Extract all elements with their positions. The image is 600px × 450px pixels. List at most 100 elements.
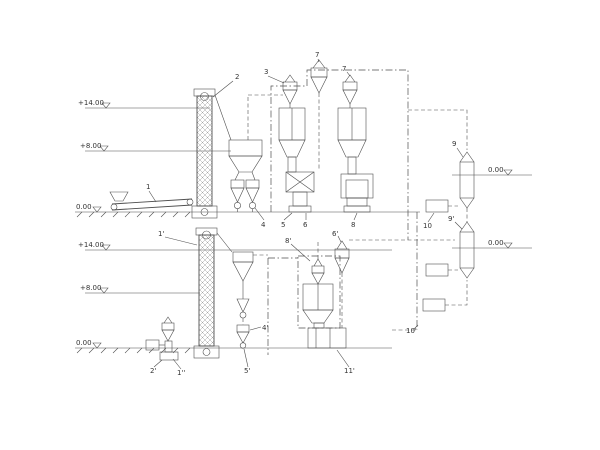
- box-10a: [425, 199, 449, 213]
- elevator-leg: [196, 95, 213, 207]
- separator-cone: [236, 331, 250, 344]
- equipment-label: 6: [303, 221, 308, 229]
- vessel-bottom-cone: [459, 267, 475, 279]
- cyclone-body: [334, 248, 350, 259]
- level-triangle-icon: [92, 206, 102, 213]
- elevator-leg: [198, 234, 215, 347]
- machine-neck: [313, 322, 325, 329]
- leader-line: [413, 324, 419, 330]
- bin-cone: [278, 139, 306, 158]
- level-triangle-icon: [503, 169, 513, 176]
- elevator-boot: [191, 205, 218, 219]
- equipment-label: 8': [285, 237, 291, 245]
- elevator-boot: [193, 345, 220, 359]
- machine-a: [285, 171, 315, 213]
- leader-line: [249, 326, 262, 331]
- elevation-label: +14.00: [78, 99, 104, 107]
- outlet-connectors: [234, 171, 256, 181]
- equipment-callouts: 1 2 3 7 7 4 5 6: [146, 51, 464, 377]
- equipment-label: 7: [342, 65, 346, 73]
- leader-line: [283, 212, 293, 221]
- feed-hopper: [109, 191, 129, 202]
- vessel-top-cone: [459, 221, 475, 233]
- cyclone-body: [232, 251, 254, 263]
- cyclone-body: [342, 81, 358, 91]
- callout-7b: 7: [342, 65, 351, 77]
- elevation-label: +8.00: [80, 142, 101, 150]
- equipment-label: 9': [448, 215, 454, 223]
- outlet-cyclone-cone: [230, 187, 245, 203]
- leader-line: [243, 348, 249, 368]
- cyclone-cone: [310, 76, 328, 94]
- equipment-label: 10: [423, 222, 432, 230]
- leader-line: [267, 75, 285, 84]
- machine-detail: [315, 328, 331, 348]
- level-triangle-icon: [101, 244, 111, 251]
- vent-piping: [247, 94, 283, 140]
- machine-cross-brace: [285, 171, 315, 193]
- leader-line: [427, 212, 435, 223]
- machine-housing: [307, 327, 347, 349]
- machine-b: [340, 173, 374, 213]
- cyclone-cone: [161, 329, 175, 342]
- elevation-levels-right: 0.00 0.00: [452, 166, 532, 249]
- elevation-marker: +14.00: [78, 99, 210, 109]
- callout-11b: 11': [336, 349, 355, 375]
- cyclone-cap: [163, 316, 173, 324]
- rotary-valve-icon: [249, 202, 257, 210]
- bottom-bin-unit: [297, 240, 347, 349]
- vessel-bottom-cone: [459, 197, 475, 209]
- cyclone-body: [310, 67, 328, 78]
- boot-pulley-icon: [200, 208, 209, 216]
- equipment-label: 6': [332, 230, 338, 238]
- outlet-cyclone-cone: [245, 187, 260, 203]
- cyclone-body: [161, 322, 175, 331]
- conveyor-drive-icon: [186, 198, 194, 206]
- elevation-marker: 0.00: [75, 203, 420, 213]
- discharge-chute: [214, 94, 232, 141]
- leader-line: [454, 221, 463, 230]
- callout-9b: 9': [448, 215, 463, 230]
- bottom-left-unit: [145, 316, 179, 361]
- bucket-elevator-bottom: [193, 227, 233, 359]
- cyclone-cone: [342, 89, 358, 105]
- callout-1b: 1': [158, 230, 198, 246]
- outlet-cyclone-body: [230, 179, 245, 189]
- callout-8: 8: [351, 212, 358, 229]
- callout-8b: 8': [285, 237, 311, 262]
- equipment-label: 8: [351, 221, 355, 229]
- separator-body: [236, 324, 250, 333]
- elevator-head: [195, 227, 218, 236]
- callout-1c: 1'': [172, 358, 185, 377]
- leader-line: [337, 235, 342, 243]
- cyclone-stack-bottom: [232, 251, 254, 349]
- callout-6b: 6': [332, 230, 342, 243]
- elevation-label: 0.00: [76, 203, 92, 211]
- machine-base: [343, 205, 371, 213]
- cyclone-cap: [344, 74, 356, 83]
- rotary-valve-icon: [239, 311, 247, 319]
- equipment-label: 4: [261, 221, 266, 229]
- elevation-levels-bottom: +14.00 +8.00 0.00: [75, 241, 392, 354]
- equipment-label: 1: [146, 183, 150, 191]
- leader-line: [346, 71, 351, 77]
- vessel-top-cone: [459, 151, 475, 163]
- callout-1: 1: [146, 183, 157, 203]
- cyclone-body: [311, 265, 325, 274]
- cyclone-cap: [336, 240, 348, 250]
- elevation-marker: 0.00: [452, 166, 532, 176]
- ground-hatching: [76, 211, 191, 218]
- control-boxes: [422, 199, 449, 312]
- callout-10: 10: [423, 212, 435, 230]
- elevation-levels-top: +14.00 +8.00 0.00: [75, 99, 420, 218]
- callout-2: 2: [212, 73, 239, 98]
- level-triangle-icon: [99, 145, 109, 152]
- bin-b: [337, 107, 367, 175]
- cyclone-cone: [232, 261, 254, 282]
- elevation-marker: 0.00: [75, 339, 392, 349]
- routing-bottom: [253, 254, 298, 355]
- callout-5b: 5': [243, 348, 250, 375]
- bin-chute: [347, 156, 357, 175]
